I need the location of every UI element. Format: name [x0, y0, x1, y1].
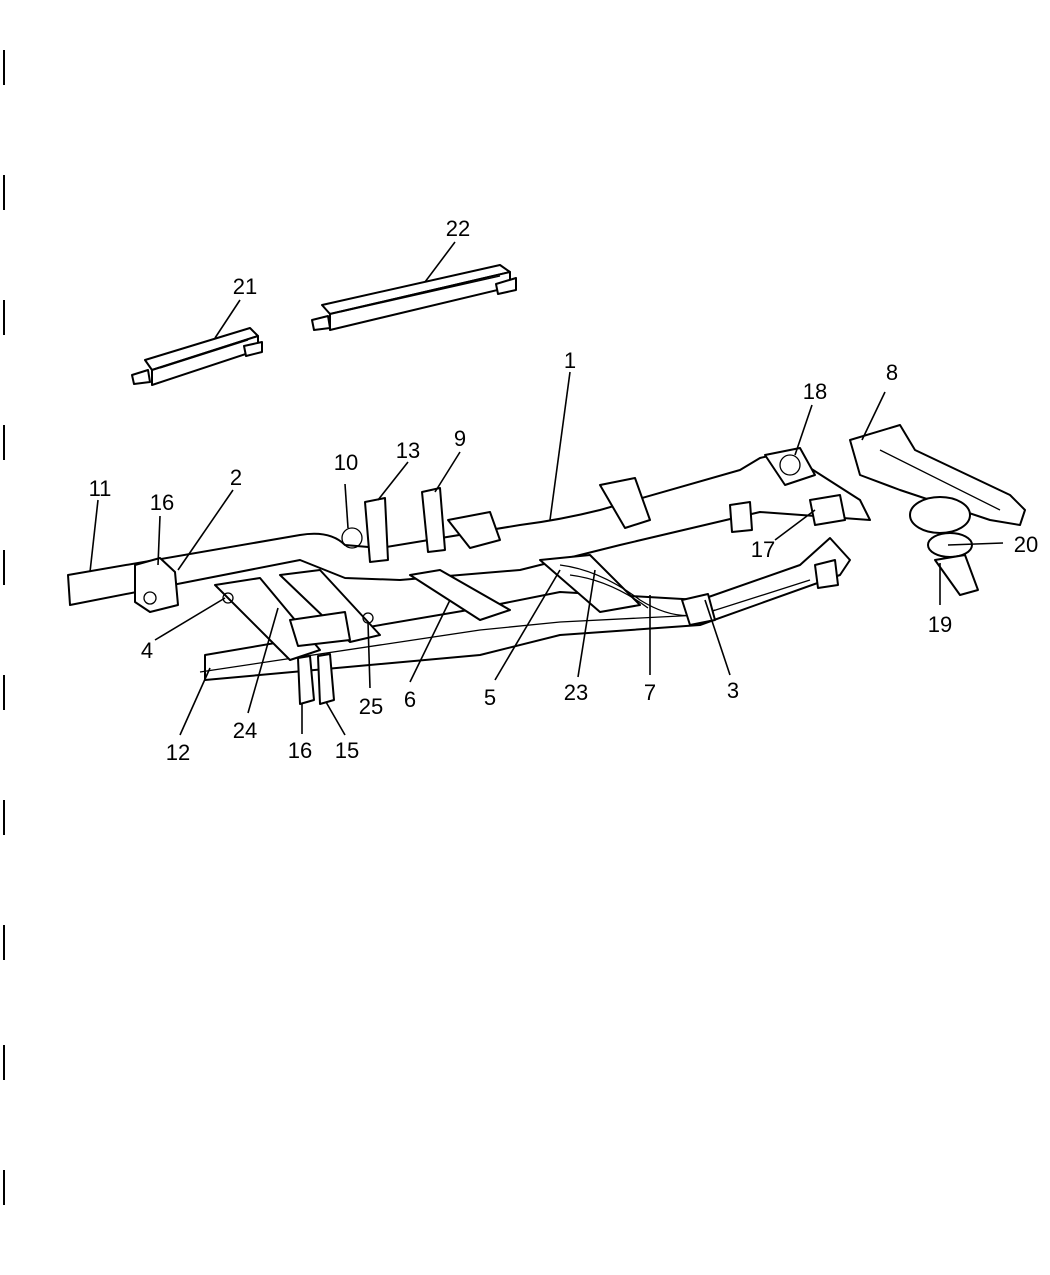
- callout-11: 11: [89, 476, 112, 501]
- leader-lines: [89, 241, 1004, 736]
- callout-4: 4: [141, 638, 153, 663]
- crossmember-bracket-short: [131, 327, 263, 386]
- callout-1: 1: [564, 348, 576, 373]
- crossmember-bracket-long: [311, 264, 517, 331]
- callout-25: 25: [359, 694, 383, 719]
- callout-13: 13: [396, 438, 420, 463]
- callout-labels: 1 2 3 4 5 6 7 8 9 10 11 12 13 15 16 16 1…: [89, 216, 1039, 765]
- callout-16-hanger: 16: [288, 738, 312, 763]
- callout-9: 9: [454, 426, 466, 451]
- callout-7: 7: [644, 680, 656, 705]
- callout-3: 3: [727, 678, 739, 703]
- callout-15: 15: [335, 738, 359, 763]
- frame-assembly: [67, 424, 1026, 705]
- callout-8: 8: [886, 360, 898, 385]
- callout-24: 24: [233, 718, 257, 743]
- callout-5: 5: [484, 685, 496, 710]
- callout-21: 21: [233, 274, 257, 299]
- callout-17: 17: [751, 537, 775, 562]
- callout-18: 18: [803, 379, 827, 404]
- callout-19: 19: [928, 612, 952, 637]
- callout-23: 23: [564, 680, 588, 705]
- callout-16-rear: 16: [150, 490, 174, 515]
- callout-2: 2: [230, 465, 242, 490]
- callout-10: 10: [334, 450, 358, 475]
- callout-12: 12: [166, 740, 190, 765]
- callout-22: 22: [446, 216, 470, 241]
- callout-6: 6: [404, 687, 416, 712]
- callout-20: 20: [1014, 532, 1038, 557]
